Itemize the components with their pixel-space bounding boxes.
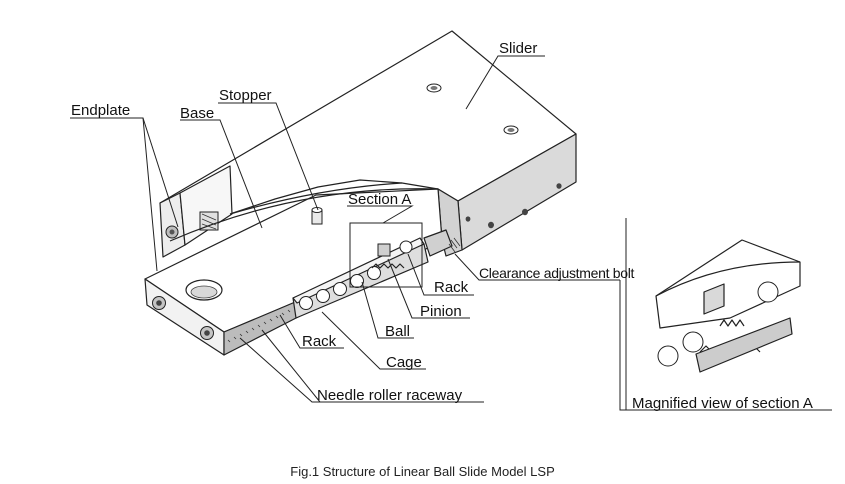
label-section-a: Section A xyxy=(348,191,412,208)
label-slider: Slider xyxy=(499,40,538,57)
label-base: Base xyxy=(180,105,215,122)
label-clearance-adjustment-bolt: Clearance adjustment bolt xyxy=(479,265,635,281)
label-rack-right: Rack xyxy=(434,279,469,296)
rack-and-pinion xyxy=(371,240,413,269)
stopper-pin xyxy=(311,207,323,225)
label-ball: Ball xyxy=(385,323,411,340)
label-endplate: Endplate xyxy=(71,102,131,119)
figure-caption: Fig.1 Structure of Linear Ball Slide Mod… xyxy=(290,464,555,479)
slider-side-holes xyxy=(465,183,562,229)
magnified-view xyxy=(655,239,801,373)
slider-top-holes xyxy=(426,83,519,135)
label-rack-left: Rack xyxy=(302,333,337,350)
label-stopper: Stopper xyxy=(219,87,272,104)
section-a-box xyxy=(349,222,423,288)
label-pinion: Pinion xyxy=(420,303,462,320)
leader-lines xyxy=(70,55,832,411)
cage-with-balls xyxy=(292,237,429,319)
endplate-screw xyxy=(199,211,219,231)
label-magnified-view: Magnified view of section A xyxy=(632,395,813,412)
label-needle-roller-raceway: Needle roller raceway xyxy=(317,387,463,404)
endplate-front xyxy=(144,278,225,356)
clearance-bolt-block xyxy=(423,229,461,257)
label-cage: Cage xyxy=(386,354,422,371)
endplate-back xyxy=(159,165,233,258)
